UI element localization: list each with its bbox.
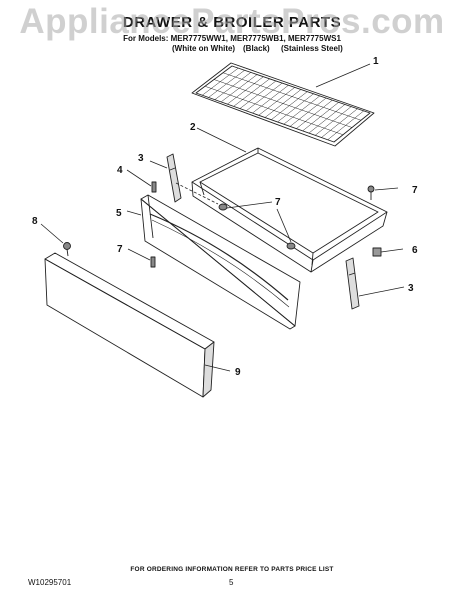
model-list: For Models: MER7775WW1, MER7775WB1, MER7… bbox=[123, 34, 341, 43]
clip-part-6 bbox=[372, 247, 382, 257]
screw-part-7-right bbox=[367, 185, 375, 200]
screw-part-4 bbox=[151, 181, 157, 193]
ordering-note: FOR ORDERING INFORMATION REFER TO PARTS … bbox=[130, 566, 334, 573]
callout-1: 1 bbox=[373, 56, 379, 67]
screw-part-7-center-a bbox=[218, 203, 228, 211]
callout-3-left: 3 bbox=[138, 153, 144, 164]
color-label-black: (Black) bbox=[243, 44, 270, 53]
callout-8: 8 bbox=[32, 216, 38, 227]
drawer-front-panel bbox=[140, 194, 301, 330]
grid-cross-wire bbox=[213, 79, 353, 128]
leader-lines bbox=[40, 63, 405, 372]
broiler-pan-grid bbox=[191, 62, 375, 147]
screw-part-8 bbox=[63, 242, 71, 257]
color-label-steel: (Stainless Steel) bbox=[281, 44, 343, 53]
drawer-slide-left bbox=[166, 153, 182, 203]
screw-part-7-left bbox=[150, 256, 156, 268]
watermark: AppliancePartsPros.com bbox=[19, 2, 445, 41]
grid-cross-wire bbox=[222, 72, 362, 121]
screw-part-7-center-b bbox=[286, 242, 296, 250]
callout-3-right: 3 bbox=[408, 283, 414, 294]
callout-7-left: 7 bbox=[117, 244, 123, 255]
callout-6: 6 bbox=[412, 245, 418, 256]
document-number: W10295701 bbox=[28, 578, 72, 587]
callout-4: 4 bbox=[117, 165, 123, 176]
callout-2: 2 bbox=[190, 122, 196, 133]
callout-7-right: 7 bbox=[412, 185, 418, 196]
callout-5: 5 bbox=[116, 208, 122, 219]
drawer-slide-right bbox=[345, 257, 360, 310]
callout-7-center: 7 bbox=[275, 197, 281, 208]
page-title: DRAWER & BROILER PARTS bbox=[122, 14, 342, 31]
callout-9: 9 bbox=[235, 367, 241, 378]
grid-cross-wire bbox=[204, 86, 344, 135]
drawer-outer-panel bbox=[44, 252, 215, 398]
page-number: 5 bbox=[229, 578, 234, 587]
broiler-drawer-body bbox=[191, 147, 388, 273]
color-label-white: (White on White) bbox=[172, 44, 236, 53]
